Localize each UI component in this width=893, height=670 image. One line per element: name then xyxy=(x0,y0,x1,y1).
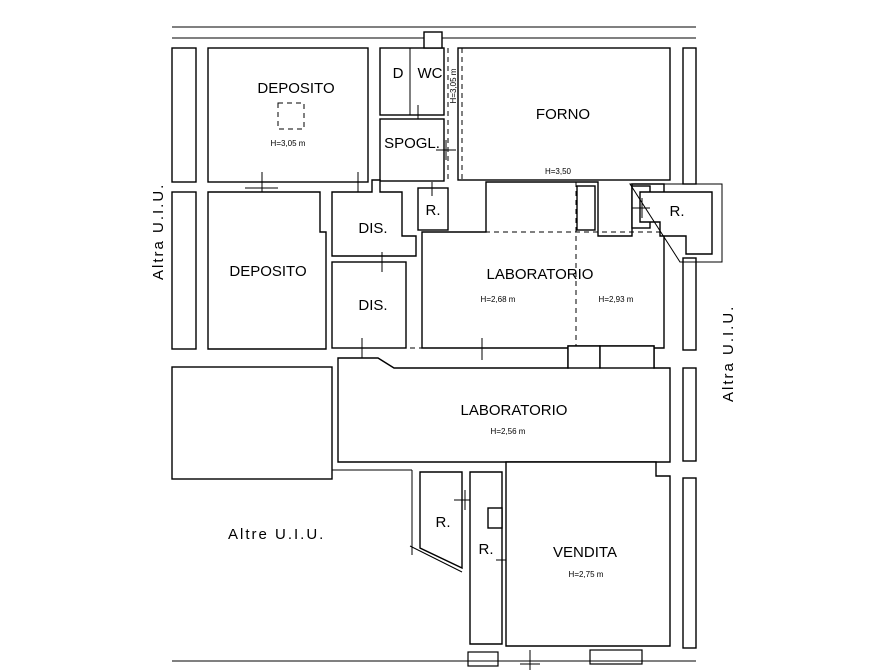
label-forno: FORNO xyxy=(536,106,590,123)
room-dis-lower xyxy=(331,252,407,349)
height-laboratorio-top-2: H=2,93 m xyxy=(599,295,634,304)
label-spogl: SPOGL. xyxy=(384,135,440,152)
label-laboratorio-top: LABORATORIO xyxy=(487,266,594,283)
room-deposito-mid xyxy=(207,191,327,350)
room-vendita xyxy=(467,461,671,670)
height-vendita: H=2,75 m xyxy=(569,570,604,579)
room-r-upper-left xyxy=(417,182,449,231)
room-forno xyxy=(447,47,671,181)
label-r-lower-left: R. xyxy=(436,514,451,531)
height-laboratorio-top-1: H=2,68 m xyxy=(481,295,516,304)
label-dis-lower: DIS. xyxy=(358,297,387,314)
label-r-upper-left: R. xyxy=(426,202,441,219)
height-laboratorio-main: H=2,56 m xyxy=(491,427,526,436)
label-neighbor-left: Altra U.I.U. xyxy=(150,183,167,280)
label-dis-upper: DIS. xyxy=(358,220,387,237)
label-laboratorio-main: LABORATORIO xyxy=(461,402,568,419)
label-neighbor-right: Altra U.I.U. xyxy=(720,305,737,402)
room-d-wc xyxy=(379,31,445,125)
room-r-lower-left xyxy=(409,471,476,573)
room-dis-upper xyxy=(331,172,417,257)
height-forno: H=3,50 xyxy=(545,167,572,176)
label-neighbor-bottom-left: Altre U.I.U. xyxy=(228,526,325,543)
room-spogl xyxy=(379,118,456,182)
room-r-lower-right xyxy=(469,471,518,645)
label-r-lower-right: R. xyxy=(479,541,494,558)
room-r-upper-right xyxy=(629,183,723,263)
label-deposito-top: DEPOSITO xyxy=(257,80,334,97)
label-d: D xyxy=(393,65,404,82)
right-outer-wall xyxy=(682,47,697,649)
room-laboratorio-main xyxy=(337,338,671,463)
left-outer-wall xyxy=(171,47,333,480)
label-r-upper-right: R. xyxy=(670,203,685,220)
label-vendita: VENDITA xyxy=(553,544,617,561)
room-deposito-top xyxy=(207,47,369,205)
label-wc: WC xyxy=(418,65,443,82)
height-wc: H=3,05 m xyxy=(449,68,458,103)
height-deposito-top: H=3,05 m xyxy=(271,139,306,148)
label-deposito-mid: DEPOSITO xyxy=(229,263,306,280)
lower-left-walls xyxy=(172,469,696,662)
